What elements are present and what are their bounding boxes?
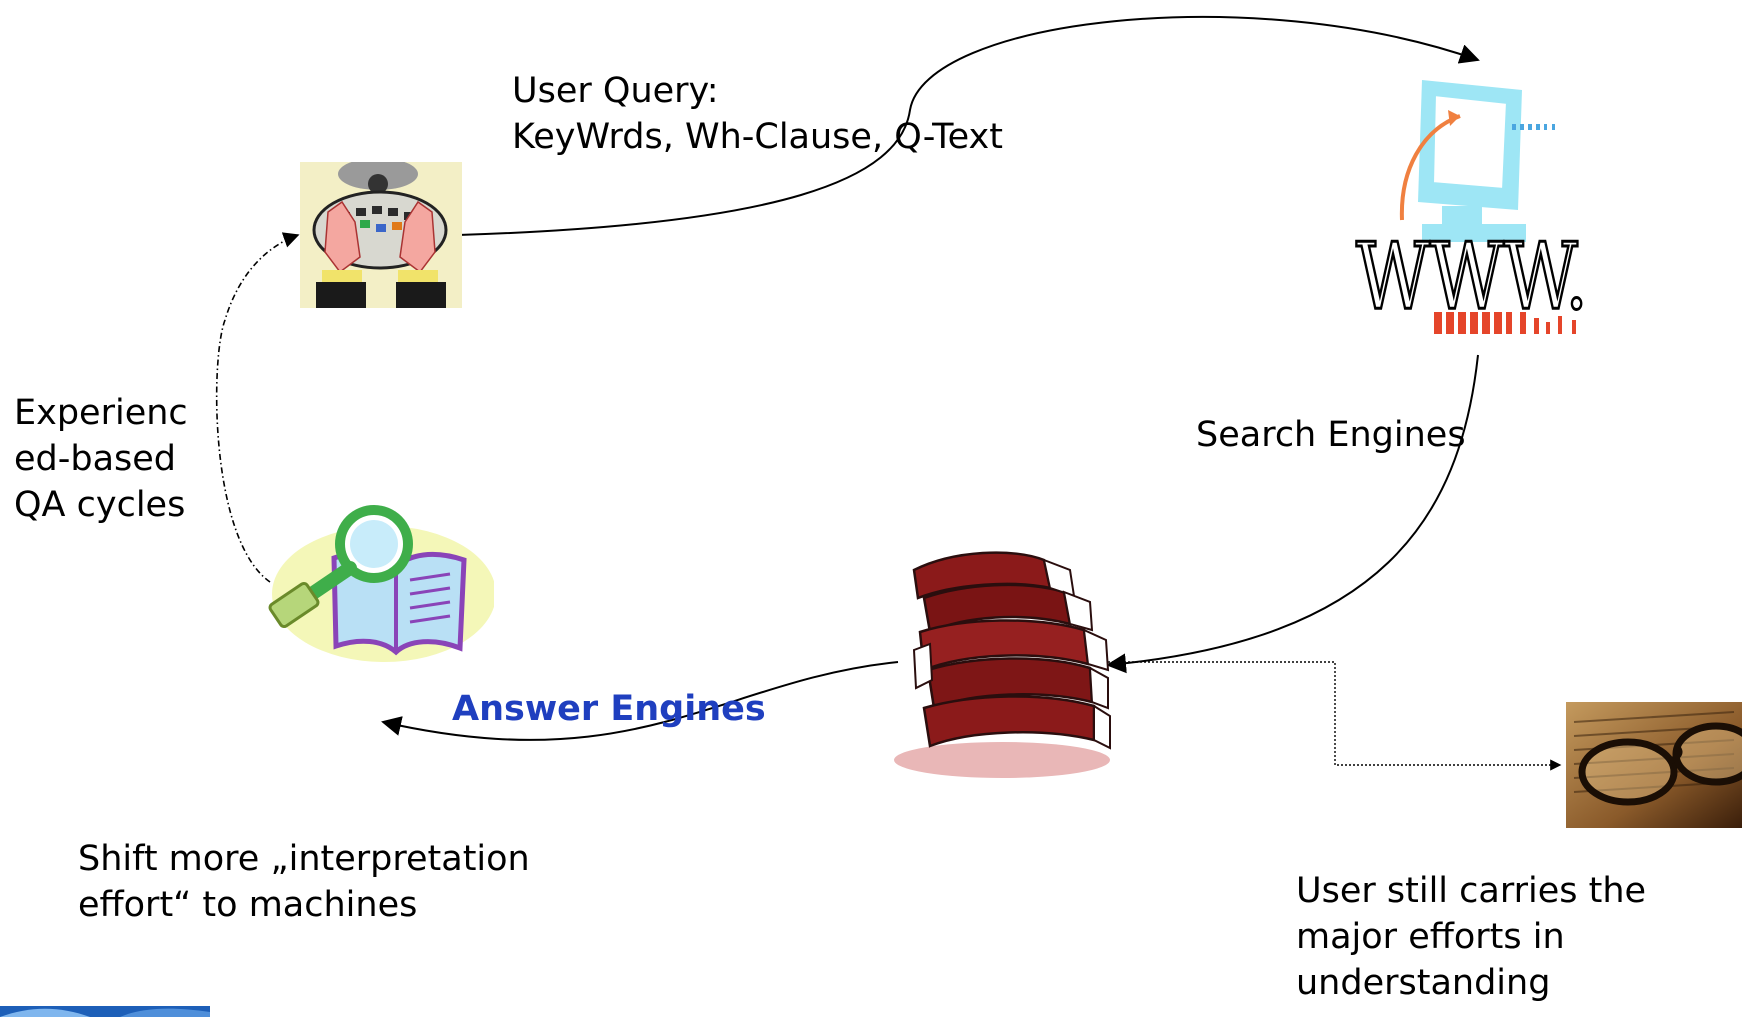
- user-effort-label: User still carries the major efforts in …: [1296, 868, 1646, 1006]
- experience-line-1: Experienc: [14, 393, 188, 433]
- user-query-line-2: KeyWrds, Wh-Clause, Q-Text: [512, 117, 1003, 157]
- book-stack-clipart-icon: [894, 551, 1111, 778]
- experience-line-3: QA cycles: [14, 485, 186, 525]
- www-computer-clipart-icon: WWW.: [1355, 80, 1590, 334]
- experience-line-2: ed-based: [14, 439, 177, 479]
- user-typing-clipart-icon: [300, 162, 462, 308]
- arrow-user-to-www: [457, 15, 1480, 236]
- search-engines-label: Search Engines: [1196, 415, 1466, 455]
- user-effort-line-2: major efforts in: [1296, 917, 1565, 957]
- arrow-experience-cycle: [215, 232, 300, 583]
- user-effort-line-3: understanding: [1296, 963, 1551, 1003]
- shift-effort-label: Shift more „interpretation effort“ to ma…: [78, 836, 530, 928]
- reading-glasses-photo-icon: [1566, 702, 1742, 828]
- answer-engines-label: Answer Engines: [452, 689, 766, 729]
- arrow-www-to-books: [1106, 354, 1479, 674]
- experience-label: Experienc ed-based QA cycles: [14, 390, 188, 528]
- arrow-books-to-reading: [1098, 656, 1562, 771]
- user-effort-line-1: User still carries the: [1296, 871, 1647, 911]
- user-query-label: User Query: KeyWrds, Wh-Clause, Q-Text: [512, 68, 1003, 160]
- user-query-line-1: User Query:: [512, 71, 719, 111]
- corner-logo-icon: [0, 1006, 210, 1017]
- shift-line-1: Shift more „interpretation: [78, 839, 530, 879]
- magnifier-book-clipart-icon: [268, 505, 494, 662]
- shift-line-2: effort“ to machines: [78, 885, 418, 925]
- arrow-books-to-answer: [381, 661, 899, 741]
